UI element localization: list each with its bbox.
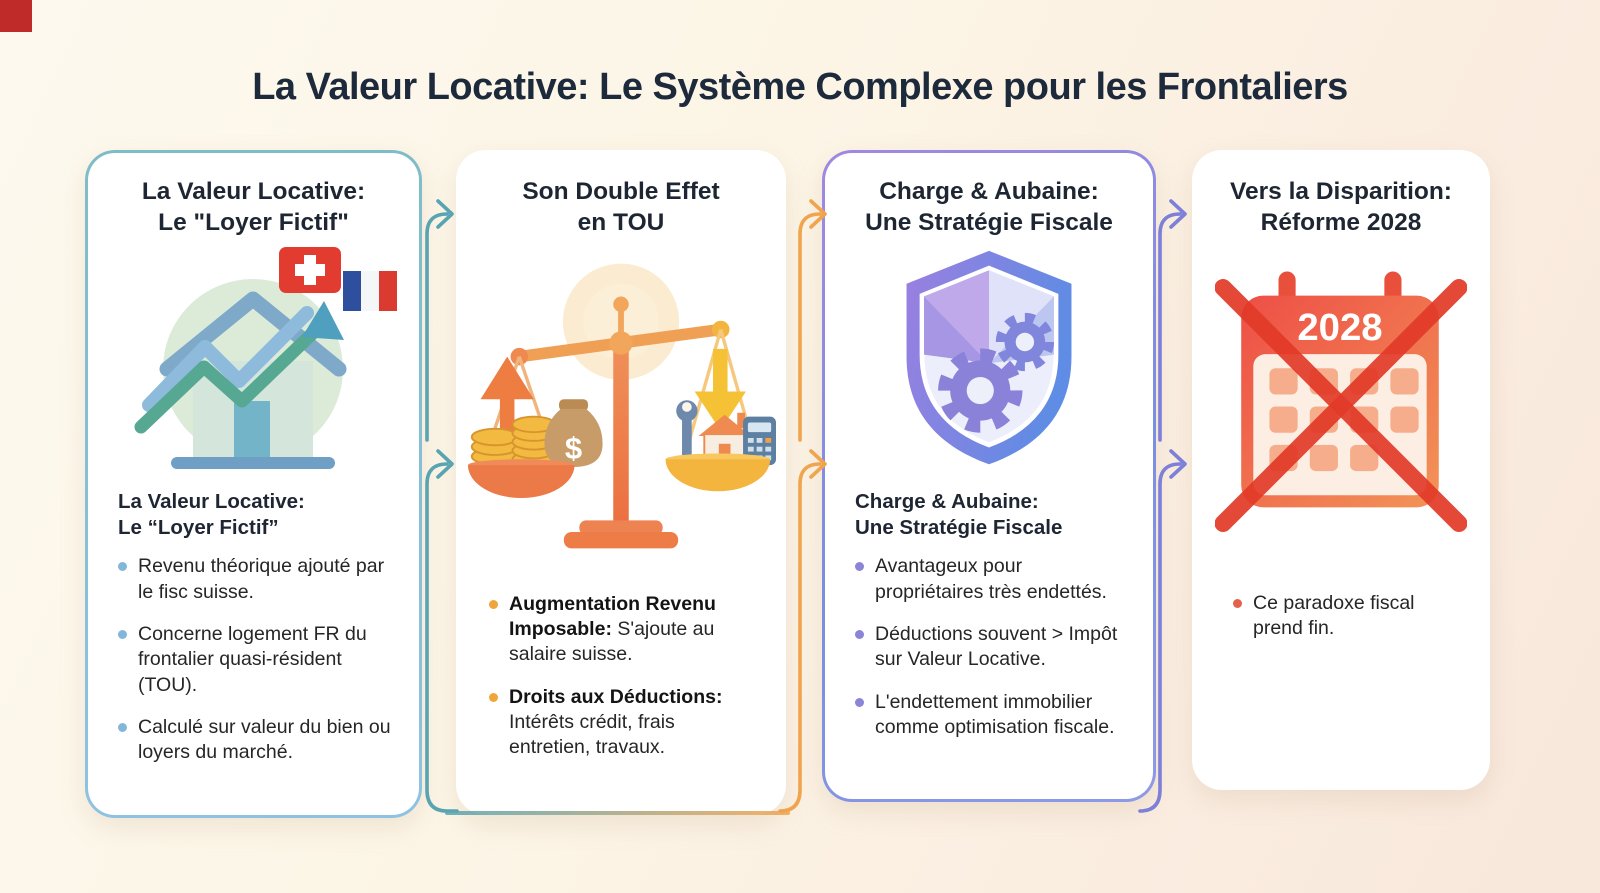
- bullet-dot: [118, 562, 127, 572]
- bullet-dot: [1233, 598, 1242, 608]
- shield-with-gears-icon: [825, 245, 1153, 473]
- flow-underline: [445, 811, 790, 815]
- bullet-text: Revenu théorique ajouté par le fisc suis…: [138, 555, 385, 603]
- bullet-text: Concerne logement FR du frontalier quasi…: [138, 622, 367, 696]
- corner-mark: [0, 0, 32, 32]
- card-title: Son Double Effet en TOU: [522, 178, 720, 236]
- bullet-text: Déductions souvent > Impôt sur Valeur Lo…: [875, 622, 1118, 671]
- bullet-list: Revenu théorique ajouté par le fisc suis…: [88, 554, 419, 782]
- card-charge-aubaine: Charge & Aubaine: Une Stratégie Fiscale: [822, 150, 1156, 802]
- bullet-text: L'endettement immobilier comme optimisat…: [875, 690, 1115, 738]
- card-double-effet: Son Double Effet en TOU: [456, 150, 786, 815]
- bullet-item: Ce paradoxe fiscal prend fin.: [1233, 591, 1463, 642]
- bullet-item: Avantageux pour propriétaires très endet…: [855, 554, 1129, 605]
- card-reforme-2028: Vers la Disparition: Réforme 2028 2028: [1192, 150, 1490, 790]
- card-subheading: Charge & Aubaine: Une Stratégie Fiscale: [855, 489, 1063, 539]
- svg-text:$: $: [565, 430, 582, 465]
- bullet-text: Augmentation Revenu Imposable: S'ajoute …: [509, 592, 716, 666]
- bullet-item: L'endettement immobilier comme optimisat…: [855, 690, 1129, 741]
- svg-text:2028: 2028: [1297, 306, 1382, 349]
- bullet-dot: [118, 629, 127, 639]
- bullet-list: Augmentation Revenu Imposable: S'ajoute …: [459, 592, 783, 778]
- bullet-item: Concerne logement FR du frontalier quasi…: [118, 622, 395, 698]
- flow-arrow-card3-to-card4: [1138, 199, 1187, 813]
- balance-scale-income-vs-deductions-icon: $: [459, 239, 783, 574]
- page-title: La Valeur Locative: Le Système Complexe …: [252, 66, 1348, 108]
- bullet-text: Droits aux Déductions: Intérêts crédit, …: [509, 685, 723, 759]
- house-growth-chart-swiss-french-flags-icon: [88, 243, 419, 481]
- card-valeur-locative: La Valeur Locative: Le "Loyer Fictif": [85, 150, 422, 818]
- bullet-item: Calculé sur valeur du bien ou loyers du …: [118, 715, 395, 766]
- bullet-list: Avantageux pour propriétaires très endet…: [825, 554, 1153, 757]
- bullet-text: Avantageux pour propriétaires très endet…: [875, 555, 1107, 603]
- bullet-item: Déductions souvent > Impôt sur Valeur Lo…: [855, 622, 1129, 673]
- flow-arrow-card1-to-card2: [425, 199, 459, 813]
- bullet-dot: [489, 599, 498, 609]
- bullet-list: Ce paradoxe fiscal prend fin.: [1195, 591, 1487, 659]
- crossed-out-calendar-icon: 2028: [1195, 265, 1487, 533]
- card-title: La Valeur Locative: Le "Loyer Fictif": [141, 178, 366, 236]
- bullet-dot: [855, 562, 864, 572]
- card-subheading: La Valeur Locative: Le “Loyer Fictif”: [118, 489, 305, 539]
- bullet-dot: [118, 722, 127, 732]
- bullet-dot: [489, 692, 498, 702]
- bullet-dot: [855, 697, 864, 707]
- bullet-item: Droits aux Déductions: Intérêts crédit, …: [489, 685, 759, 761]
- card-title: Charge & Aubaine: Une Stratégie Fiscale: [865, 178, 1113, 236]
- bullet-item: Revenu théorique ajouté par le fisc suis…: [118, 554, 395, 605]
- bullet-item: Augmentation Revenu Imposable: S'ajoute …: [489, 592, 759, 668]
- flow-arrow-card2-to-card3: [778, 199, 827, 813]
- bullet-text: Calculé sur valeur du bien ou loyers du …: [138, 715, 391, 764]
- card-title: Vers la Disparition: Réforme 2028: [1230, 178, 1452, 236]
- bullet-dot: [855, 629, 864, 639]
- bullet-text: Ce paradoxe fiscal prend fin.: [1253, 591, 1415, 640]
